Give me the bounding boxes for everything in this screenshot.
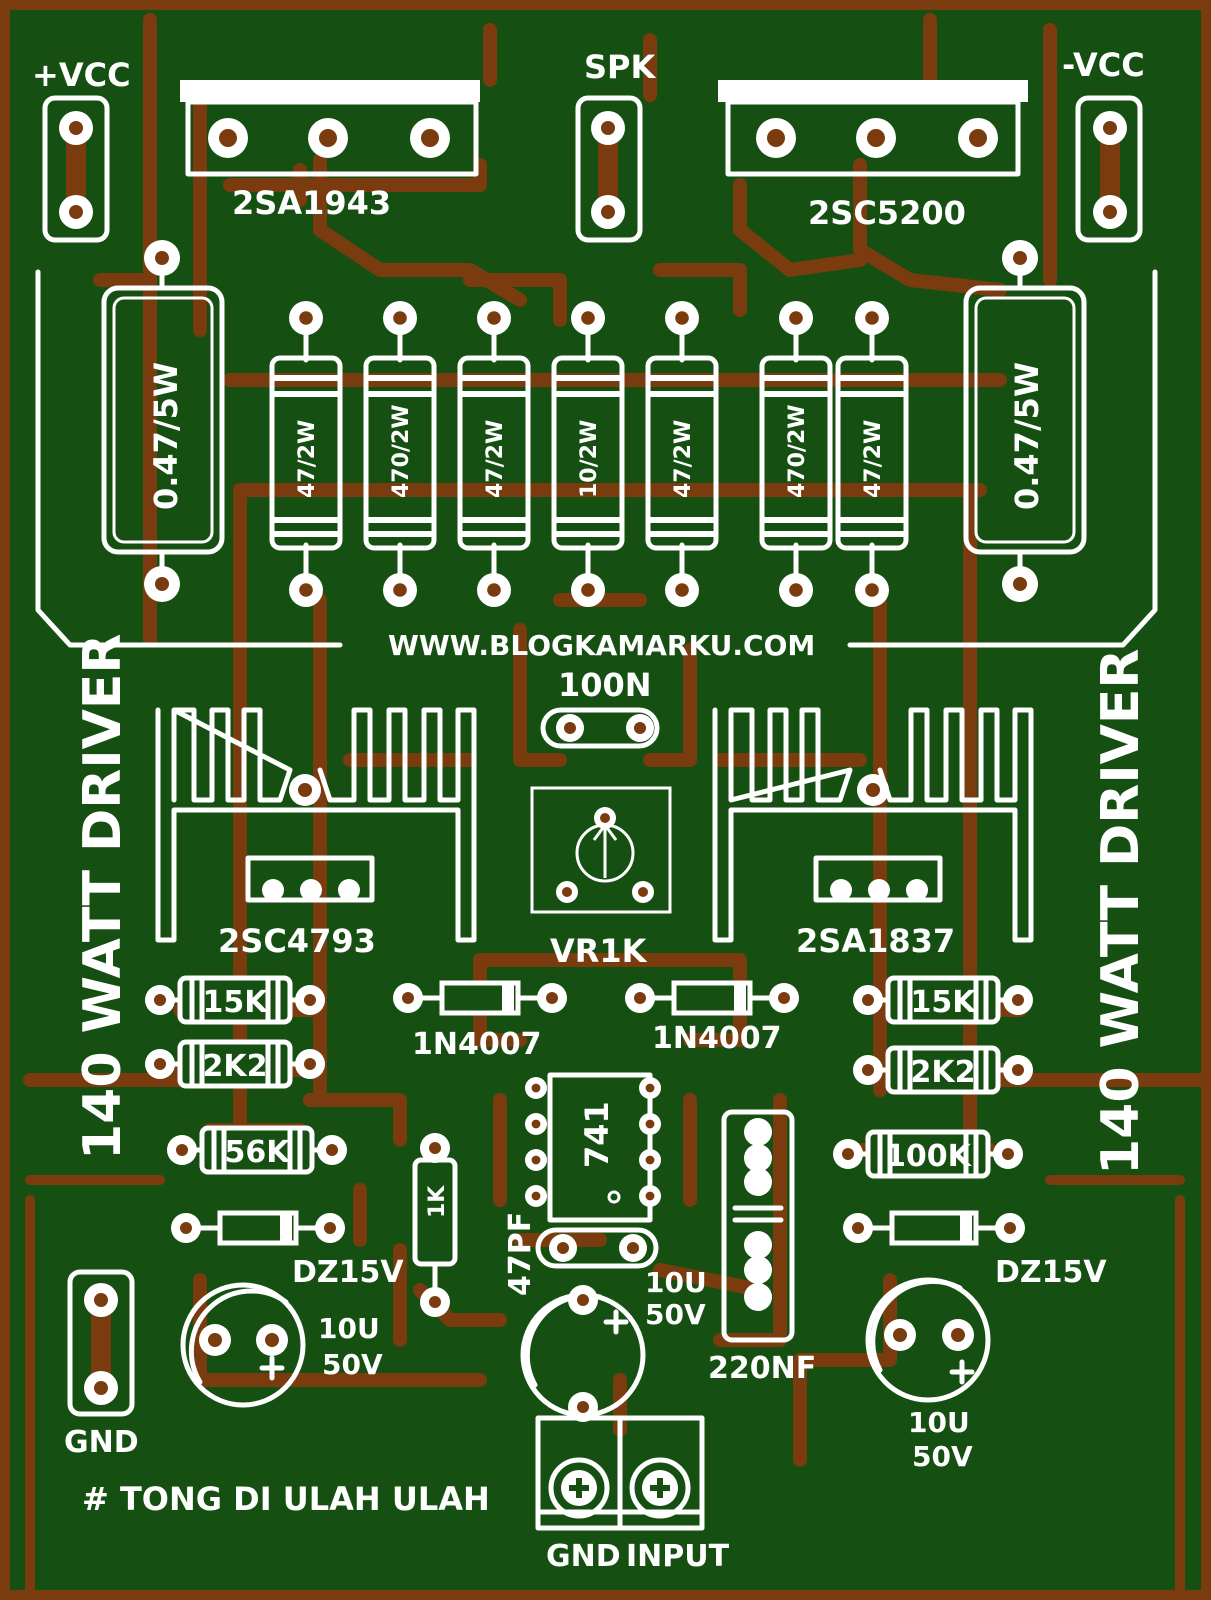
capacitor-100n	[540, 707, 660, 749]
resistor-r2k2_left-label: 2K2	[203, 1049, 268, 1084]
label-cap-right-v: 10U	[908, 1406, 970, 1439]
resistor-r15k_right: 15K	[853, 975, 1033, 1025]
resistor-r1: 47/2W	[269, 301, 343, 607]
heatsink-right	[712, 707, 1034, 943]
resistor-r2k2_right: 2K2	[853, 1045, 1033, 1095]
terminal-input	[535, 1415, 705, 1531]
transistor-2sc5200	[718, 80, 1028, 177]
label-dz-left: DZ15V	[292, 1255, 404, 1290]
resistor-r15k_right-label: 15K	[911, 985, 978, 1020]
label-2sc4793: 2SC4793	[218, 922, 376, 960]
resistor-r4-label: 10/2W	[577, 420, 602, 498]
resistor-r5: 47/2W	[645, 301, 719, 607]
diode-1n4007-left	[393, 980, 567, 1016]
ic-741	[525, 1072, 661, 1223]
small-resistors: 15K 2K2 56K 15K 2K2 100K	[145, 975, 1033, 1317]
label-741: 741	[578, 1101, 616, 1168]
label-cap-mid-v: 10U	[645, 1266, 707, 1299]
label-big-left: 0.47/5W	[147, 362, 185, 510]
label-pvcc: +VCC	[32, 56, 131, 94]
resistor-2w-row: 47/2W 470/2W 47/2W 10/2W 47/2W 470/2W 47/2W	[269, 301, 909, 607]
label-47pf: 47PF	[503, 1212, 538, 1296]
resistor-big-left	[101, 240, 225, 602]
resistor-r2k2_right-label: 2K2	[911, 1055, 976, 1090]
label-100n: 100N	[558, 666, 652, 704]
resistor-r5-label: 47/2W	[671, 420, 696, 498]
label-2sa1943: 2SA1943	[232, 184, 391, 222]
resistor-r56k: 56K	[167, 1125, 347, 1175]
label-220nf: 220NF	[708, 1351, 816, 1386]
capacitor-47pf	[535, 1227, 659, 1269]
label-gnd-input-in: INPUT	[626, 1539, 730, 1574]
diode-1n4007-right	[625, 980, 799, 1016]
resistor-r56k-label: 56K	[225, 1135, 292, 1170]
connector-nvcc	[1075, 95, 1143, 243]
connector-gnd	[67, 1269, 135, 1417]
label-dz-right: DZ15V	[995, 1255, 1107, 1290]
label-1n4007-right: 1N4007	[652, 1021, 781, 1056]
resistor-r2-label: 470/2W	[389, 404, 414, 498]
label-cap-right-u: 50V	[912, 1440, 973, 1473]
heatsink-left	[155, 707, 477, 943]
label-cap-left-v: 10U	[318, 1312, 380, 1345]
resistor-r1k	[412, 1133, 458, 1317]
connector-spk	[575, 95, 643, 243]
label-cap-mid-u: 50V	[645, 1298, 706, 1331]
resistor-r100k-label: 100K	[885, 1139, 973, 1174]
resistor-big-right	[963, 240, 1087, 602]
capacitor-220nf	[721, 1109, 795, 1343]
label-big-right: 0.47/5W	[1008, 362, 1046, 510]
resistor-r100k: 100K	[833, 1129, 1023, 1179]
resistor-r3: 47/2W	[457, 301, 531, 607]
resistor-r15k_left: 15K	[145, 975, 325, 1025]
label-title-left: 140 WATT DRIVER	[73, 634, 133, 1160]
resistor-r7: 47/2W	[835, 301, 909, 607]
transistor-2sa1943	[180, 80, 480, 177]
resistor-r2k2_left: 2K2	[145, 1039, 325, 1089]
diode-dz-left	[171, 1210, 345, 1246]
label-gnd-input-gnd: GND	[546, 1539, 621, 1574]
label-footer: # TONG DI ULAH ULAH	[82, 1480, 490, 1518]
resistor-r15k_left-label: 15K	[203, 985, 270, 1020]
label-2sc5200: 2SC5200	[808, 194, 966, 232]
silk-outline-brackets	[35, 269, 1158, 648]
label-nvcc: -VCC	[1062, 46, 1145, 84]
diodes	[171, 980, 1025, 1246]
label-gnd: GND	[64, 1425, 139, 1460]
label-cap-left-u: 50V	[322, 1348, 383, 1381]
label-spk: SPK	[584, 48, 657, 86]
electrolytic-left	[180, 1282, 306, 1408]
connector-pvcc	[42, 95, 110, 243]
resistor-r2: 470/2W	[363, 301, 437, 607]
label-1n4007-left: 1N4007	[412, 1027, 541, 1062]
resistor-r6-label: 470/2W	[785, 404, 810, 498]
label-1k: 1K	[425, 1185, 450, 1218]
trimmer-vr1k	[530, 786, 672, 914]
resistor-r4: 10/2W	[551, 301, 625, 607]
label-2sa1837: 2SA1837	[796, 922, 955, 960]
label-website: WWW.BLOGKAMARKU.COM	[388, 629, 815, 662]
resistor-r1-label: 47/2W	[295, 420, 320, 498]
label-vr1k: VR1K	[550, 932, 648, 970]
label-title-right: 140 WATT DRIVER	[1091, 649, 1151, 1175]
resistor-r3-label: 47/2W	[483, 420, 508, 498]
electrolytic-right	[865, 1277, 991, 1403]
resistor-r6: 470/2W	[759, 301, 833, 607]
electrolytic-mid	[520, 1285, 646, 1422]
resistor-r7-label: 47/2W	[861, 420, 886, 498]
diode-dz-right	[843, 1210, 1025, 1246]
